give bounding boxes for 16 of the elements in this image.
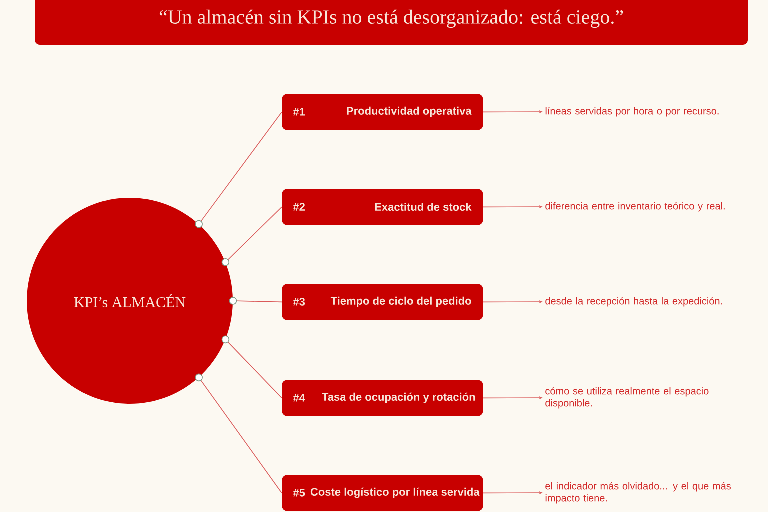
kpi-box: #1 Productividad operativa: [282, 94, 484, 130]
connector-line: [222, 206, 282, 266]
connector-line: [195, 112, 282, 228]
connector-line: [195, 374, 282, 494]
kpi-box: #3 Tiempo de ciclo del pedido: [282, 284, 484, 320]
connector-line: [222, 336, 282, 399]
connector-line: [229, 297, 282, 305]
kpi-box: #5 Coste logístico por línea servida: [282, 475, 484, 512]
kpi-box: #2 Exactitud de stock: [282, 189, 484, 226]
description-text: líneas servidas por hora o por recurso.: [546, 107, 719, 117]
kpi-box: #4 Tasa de ocupación y rotación: [282, 380, 484, 416]
description-text: cómo se utiliza realmente el espacio disponible.: [546, 387, 709, 409]
description-text: desde la recepción hasta la expedición.: [546, 297, 722, 307]
description-text: el indicador más olvidado... y el que más impacto tiene.: [546, 482, 731, 504]
title-banner: “Un almacén sin KPIs no está desorganizado: está ciego.”: [35, 0, 748, 45]
description-text: diferencia entre inventario teórico y real.: [546, 202, 725, 212]
